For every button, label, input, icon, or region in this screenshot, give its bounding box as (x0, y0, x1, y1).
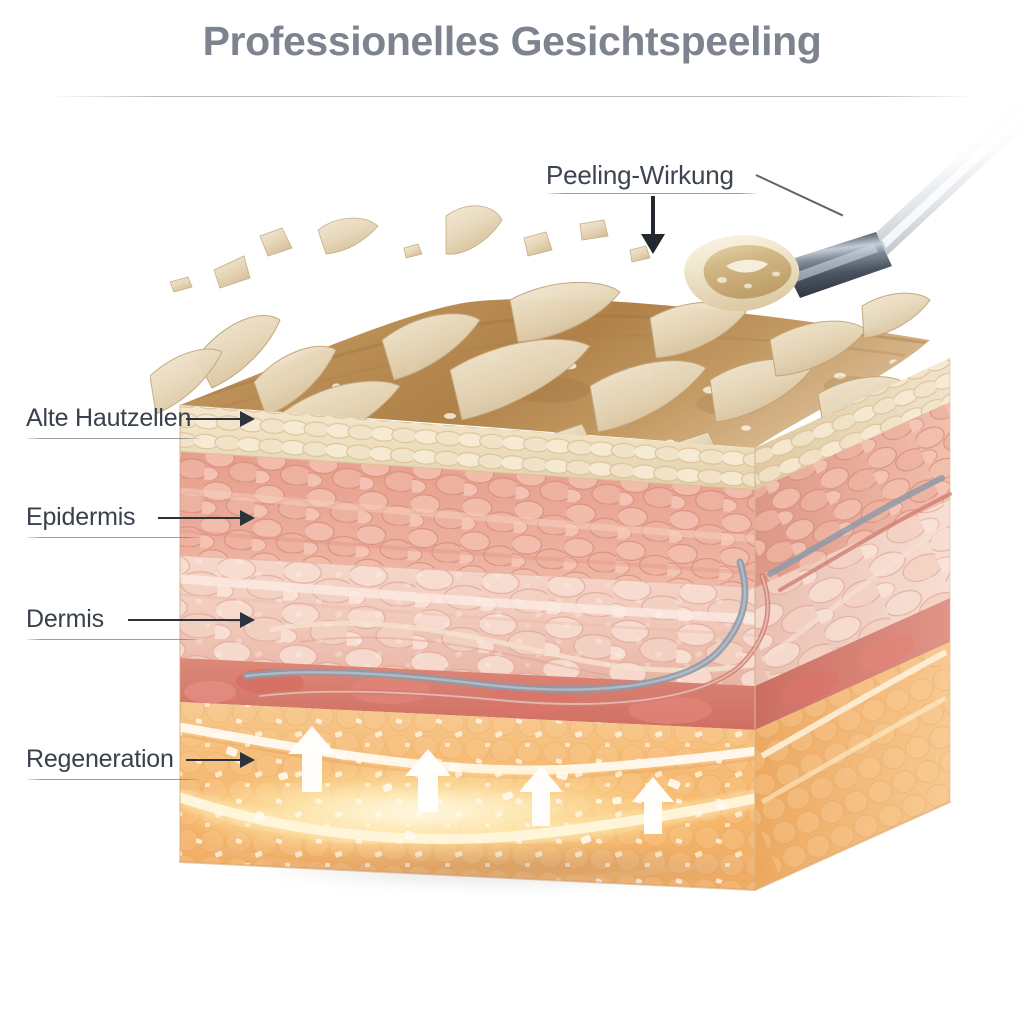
callout-underline (547, 193, 757, 194)
title-divider (48, 96, 976, 97)
leader-line-epidermis (158, 517, 246, 519)
block-ground-shadow (250, 845, 770, 891)
skin-cross-section-block (150, 190, 980, 910)
layer-vascular (180, 475, 952, 730)
callout-arrow-head (641, 234, 665, 254)
label-text-regeneration: Regeneration (26, 745, 174, 773)
label-text-epidermis: Epidermis (26, 503, 136, 531)
title-bar: Professionelles Gesichtspeeling (0, 0, 1024, 104)
regeneration-arrows (288, 726, 674, 834)
leader-line-regeneration (186, 759, 246, 761)
leader-line-dermis (128, 619, 246, 621)
callout-label-peeling-wirkung: Peeling-Wirkung (546, 160, 734, 190)
label-underline-alte-hautzellen (26, 438, 200, 439)
label-text-alte-hautzellen: Alte Hautzellen (26, 404, 192, 432)
leader-line-alte-hautzellen (186, 418, 246, 420)
leader-arrow-alte-hautzellen (240, 411, 255, 427)
skin-layers-illustration (150, 205, 952, 891)
peeling-brush (630, 98, 1024, 320)
label-text-dermis: Dermis (26, 605, 104, 633)
label-underline-regeneration (26, 779, 200, 780)
page-title: Professionelles Gesichtspeeling (202, 18, 822, 64)
block-edges (179, 357, 951, 891)
blood-vessels (242, 475, 952, 707)
label-underline-epidermis (26, 537, 200, 538)
callout-arrow-shaft (651, 196, 655, 242)
leader-arrow-epidermis (240, 510, 255, 526)
leader-arrow-regeneration (240, 752, 255, 768)
leader-arrow-dermis (240, 612, 255, 628)
label-underline-dermis (26, 639, 200, 640)
